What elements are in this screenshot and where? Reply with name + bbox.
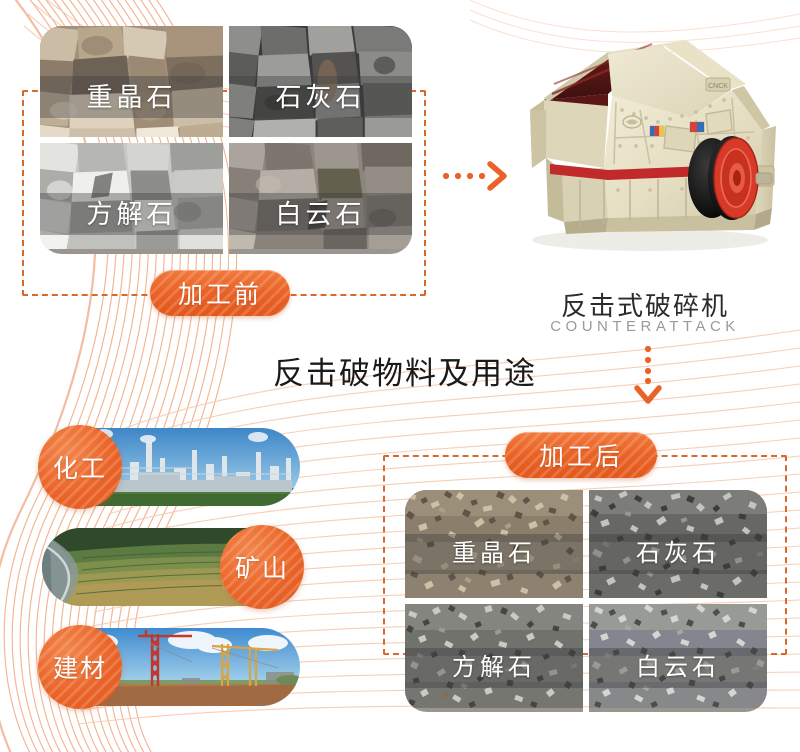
crushed-calcite-photo [405,604,583,708]
before-badge-label: 加工前 [177,281,262,309]
before-tile-limestone[interactable]: 石灰石 [229,26,412,137]
before-tile-label: 白云石 [229,193,412,235]
after-tile-dolomite[interactable]: 白云石 [589,604,767,712]
application-card-chemical-industry[interactable]: 化工 [38,425,300,509]
application-label: 矿山 [234,555,289,583]
application-badge-building-materials[interactable]: 建材 [38,625,122,709]
before-tile-calcite[interactable]: 方解石 [40,143,223,254]
after-tile-limestone[interactable]: 石灰石 [589,490,767,598]
impact-crusher-illustration: CNCK [530,40,776,251]
application-label: 建材 [52,655,107,683]
barite-rock-photo [40,26,223,137]
after-tile-label: 石灰石 [589,534,767,574]
application-card-mining[interactable]: 矿山 [42,525,304,609]
flywheel [688,136,759,220]
dolomite-rock-photo [229,143,412,250]
machine-title: 反击式破碎机 [560,291,729,321]
after-badge[interactable]: 加工后 [505,432,657,478]
after-tile-label: 重晶石 [405,534,583,574]
application-label: 化工 [52,455,107,483]
dotted-arrow-right-icon [442,161,507,191]
before-tile-label: 方解石 [40,193,223,235]
after-badge-label: 加工后 [538,443,623,471]
before-tile-barite[interactable]: 重晶石 [40,26,223,137]
application-badge-mining[interactable]: 矿山 [220,525,304,609]
before-tile-label: 重晶石 [40,76,223,118]
crushed-dolomite-photo [589,604,767,708]
application-badge-chemical-industry[interactable]: 化工 [38,425,122,509]
dotted-arrow-down-icon [634,345,662,404]
crusher-machine-block: CNCK [500,18,790,338]
application-card-building-materials[interactable]: 建材 [38,625,300,709]
after-tile-label: 白云石 [589,648,767,688]
svg-text:CNCK: CNCK [708,83,728,90]
after-tile-calcite[interactable]: 方解石 [405,604,583,712]
crushed-limestone-photo [589,490,767,598]
before-tile-label: 石灰石 [229,76,412,118]
before-tile-dolomite[interactable]: 白云石 [229,143,412,254]
after-tile-barite[interactable]: 重晶石 [405,490,583,598]
page-title: 反击破物料及用途 [273,356,537,391]
after-materials-grid: 重晶石 [405,490,767,712]
before-materials-grid: 重晶石 [40,26,412,254]
calcite-rock-photo [40,143,223,250]
limestone-rock-photo [229,26,412,137]
after-tile-label: 方解石 [405,648,583,688]
machine-subtitle: COUNTERATTACK [550,318,740,335]
before-badge[interactable]: 加工前 [150,270,290,316]
crushed-barite-photo [405,490,583,598]
